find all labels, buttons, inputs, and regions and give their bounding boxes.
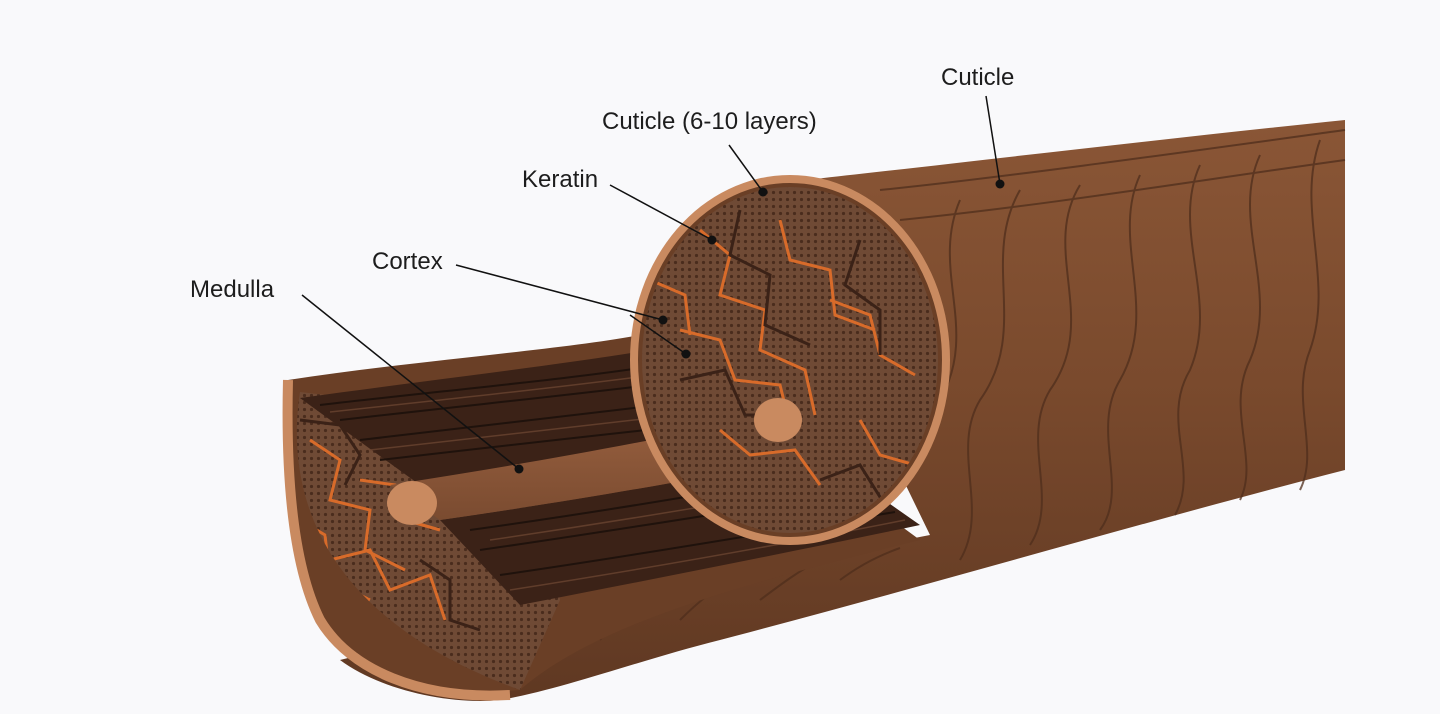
dot-cortex-2 (681, 349, 691, 359)
leader-dots (514, 179, 1005, 474)
cut-face-interior (640, 185, 940, 535)
dot-cuticle (995, 179, 1005, 189)
medulla-cut-end (387, 481, 437, 525)
label-cortex: Cortex (372, 248, 443, 275)
leader-line-cuticle-layers (728, 144, 764, 193)
dot-cuticle-layers (758, 187, 768, 197)
label-keratin: Keratin (522, 166, 599, 193)
leader-line-cortex (455, 264, 664, 321)
leader-line-cuticle (985, 95, 1001, 185)
leader-line-medulla (301, 294, 520, 470)
label-cuticle: Cuticle (941, 64, 1015, 91)
dot-medulla (514, 464, 524, 474)
dot-keratin (707, 235, 717, 245)
label-cuticle-layers: Cuticle (6-10 layers) (602, 108, 817, 135)
cuticle-outer-surface (340, 120, 1345, 701)
dot-cortex (658, 315, 668, 325)
cut-face-keratin-ring (638, 183, 942, 537)
leader-lines (301, 95, 1001, 470)
label-medulla: Medulla (190, 276, 275, 303)
leader-line-keratin (609, 184, 713, 241)
leader-line-cortex-2 (629, 314, 687, 355)
half-shaft-rim (282, 379, 511, 701)
